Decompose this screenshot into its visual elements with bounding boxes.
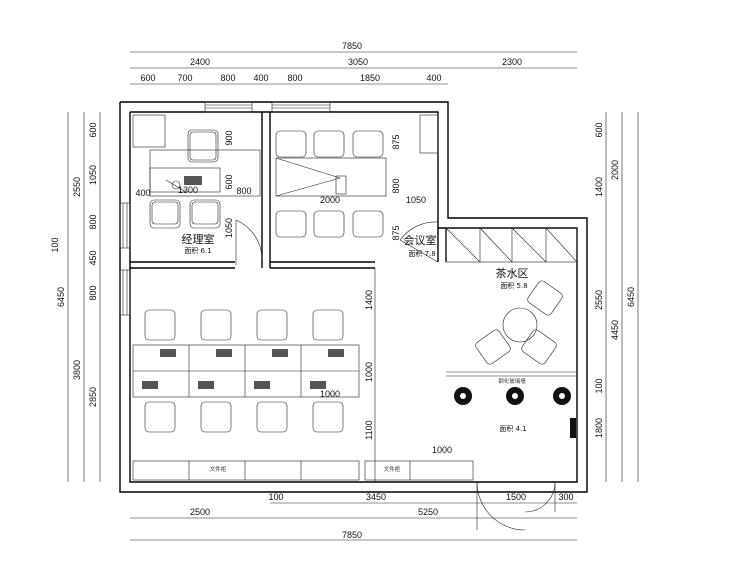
dim-right-fine: 2550 — [594, 290, 604, 310]
meeting-room-furniture — [275, 114, 439, 238]
dim-right-total: 6450 — [626, 287, 636, 307]
workstations — [132, 309, 360, 433]
dim-inner: 1050 — [406, 195, 426, 205]
interior-walls — [130, 112, 447, 482]
dim-right-fine: 1800 — [594, 418, 604, 438]
dim-inner: 875 — [391, 225, 401, 240]
partition-label: 钢化玻璃墙 — [498, 377, 526, 385]
dim-left-fine: 800 — [88, 214, 98, 229]
file-cabinet-label: 文件柜 — [210, 465, 227, 473]
dim-inner: 2000 — [320, 195, 340, 205]
dim-right-fine: 100 — [594, 378, 604, 393]
plants — [454, 387, 571, 405]
dim-top-fine: 600 — [140, 73, 155, 83]
dim-right-fine: 1400 — [594, 177, 604, 197]
dim-inner: 1300 — [178, 185, 198, 195]
dim-top-fine: 800 — [287, 73, 302, 83]
dim-inner: 800 — [236, 186, 251, 196]
outer-walls — [119, 101, 588, 493]
dim-inner: 1000 — [320, 389, 340, 399]
dim-right-mid: 2000 — [610, 160, 620, 180]
dim-inner: 400 — [135, 188, 150, 198]
room-name-manager: 经理室 — [182, 232, 215, 246]
dim-bottom-fine: 3450 — [366, 492, 386, 502]
dim-top-fine: 400 — [426, 73, 441, 83]
dim-right-mid: 4450 — [610, 320, 620, 340]
room-name-tea: 茶水区 — [496, 267, 529, 280]
dim-inner: 875 — [391, 134, 401, 149]
dim-top-total: 7850 — [342, 41, 362, 51]
dim-inner: 1000 — [432, 445, 452, 455]
windows — [119, 101, 331, 316]
dim-inner: 800 — [391, 178, 401, 193]
dim-inner: 1400 — [364, 290, 374, 310]
dim-left-mid: 2850 — [88, 387, 98, 407]
dim-bottom-fine: 1500 — [506, 492, 526, 502]
dim-top-mid: 3050 — [348, 57, 368, 67]
dim-top-fine: 800 — [220, 73, 235, 83]
dim-left-mid: 100 — [50, 237, 60, 252]
tea-area-furniture — [445, 227, 578, 377]
dim-left-fine: 1050 — [88, 165, 98, 185]
dim-top-fine: 1850 — [360, 73, 380, 83]
dim-left-fine: 450 — [88, 250, 98, 265]
dim-top-fine: 400 — [253, 73, 268, 83]
file-cabinets — [132, 418, 576, 481]
dim-inner: 1000 — [364, 362, 374, 382]
room-area-tea: 面积 5.8 — [500, 281, 527, 290]
dim-bottom-mid: 2500 — [190, 507, 210, 517]
dim-bottom-fine: 100 — [268, 492, 283, 502]
manager-room-furniture — [132, 114, 261, 229]
dim-right-fine: 600 — [594, 122, 604, 137]
dim-top-fine: 700 — [177, 73, 192, 83]
dim-left-fine: 600 — [88, 122, 98, 137]
room-area-meeting: 面积 7.8 — [408, 249, 435, 258]
dim-inner: 1050 — [224, 218, 234, 238]
dim-top-mid: 2400 — [190, 57, 210, 67]
room-area-manager: 面积 6.1 — [184, 246, 211, 255]
dim-bottom-mid: 5250 — [418, 507, 438, 517]
dim-left-total: 6450 — [56, 287, 66, 307]
dim-top-mid: 2300 — [502, 57, 522, 67]
room-area-office: 面积 4.1 — [499, 424, 526, 433]
dim-inner: 600 — [224, 174, 234, 189]
dim-bottom-total: 7850 — [342, 530, 362, 540]
dim-inner: 1100 — [364, 420, 374, 439]
dimension-lines — [67, 51, 639, 541]
dim-left-mid: 2550 — [72, 177, 82, 197]
dim-inner: 900 — [224, 130, 234, 145]
file-cabinet-label: 文件柜 — [384, 465, 401, 473]
room-name-meeting: 会议室 — [404, 233, 437, 247]
dim-left-mid: 3800 — [72, 360, 82, 380]
dim-left-fine: 800 — [88, 285, 98, 300]
dim-bottom-fine: 300 — [558, 492, 573, 502]
